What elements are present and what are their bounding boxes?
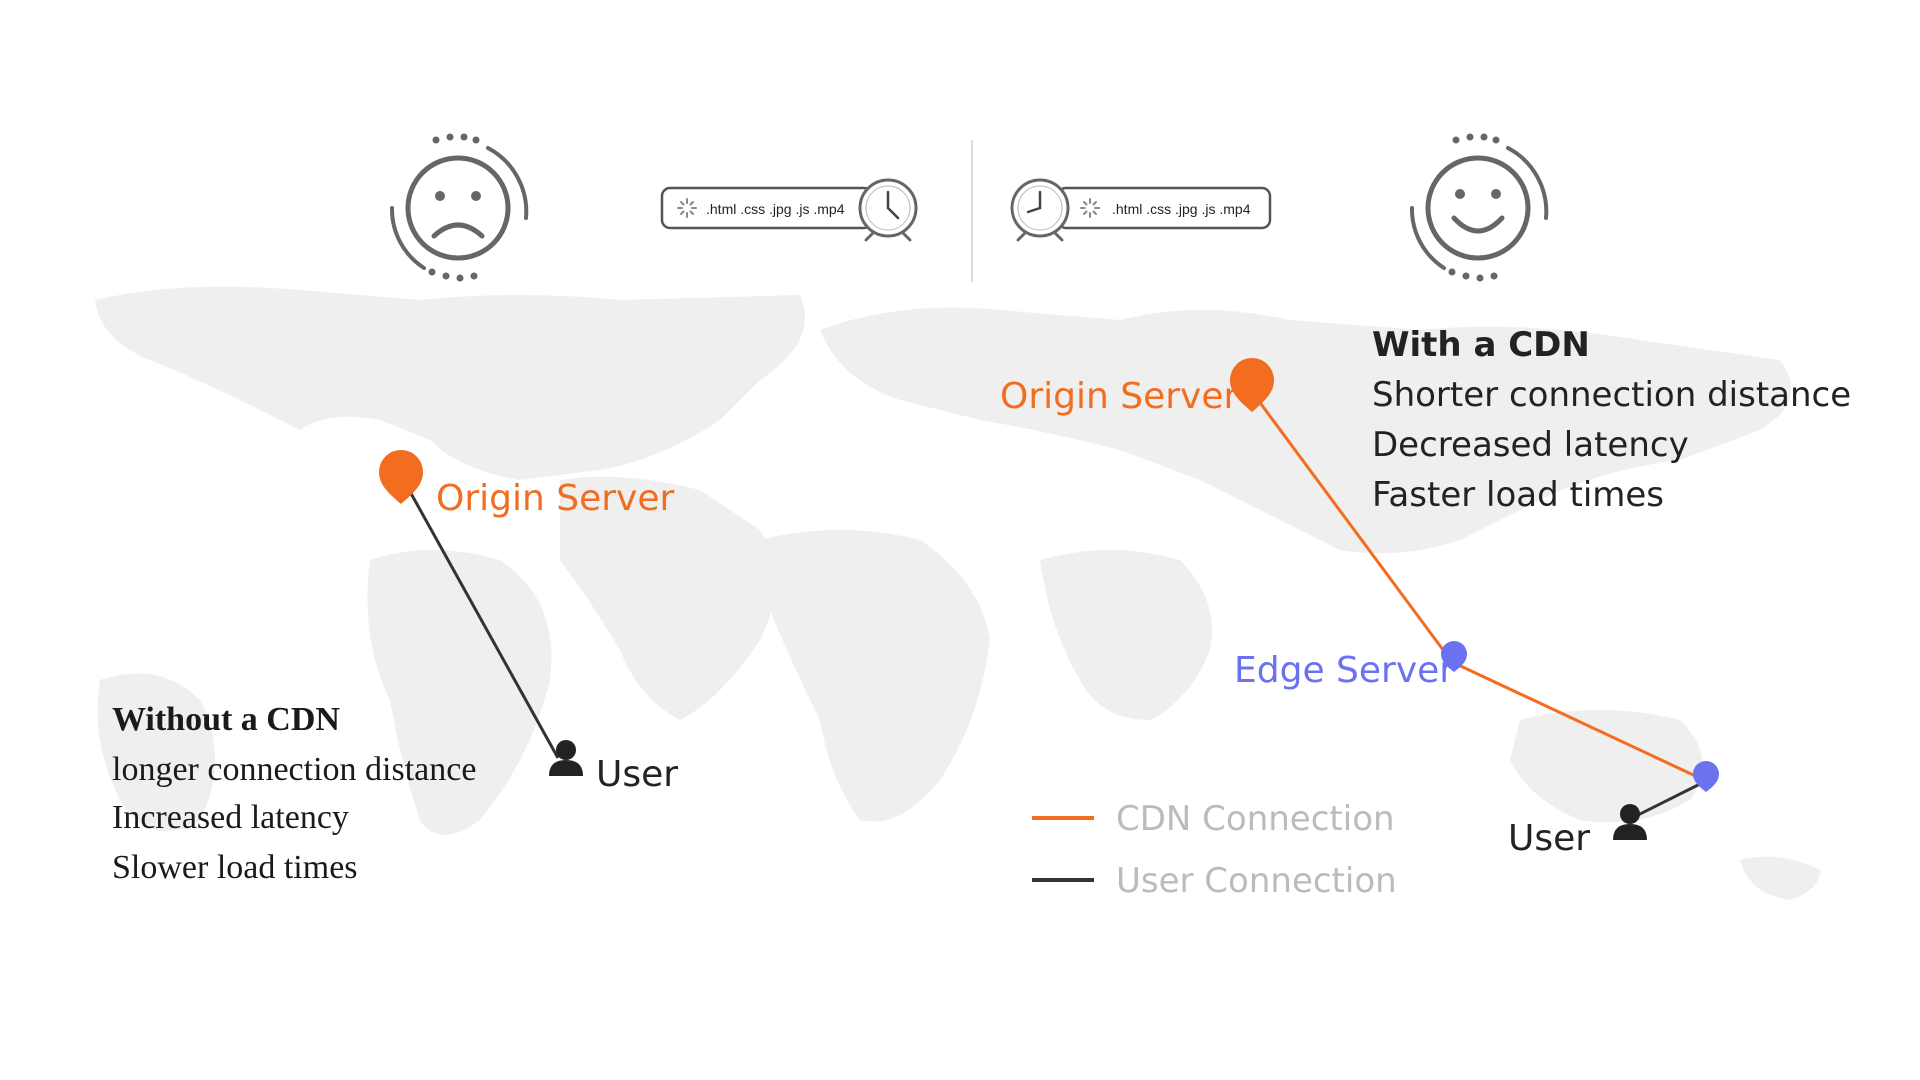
with-cdn-point-3: Faster load times <box>1372 475 1664 515</box>
legend: CDN Connection User Connection <box>1032 799 1397 901</box>
without-cdn-point-1: longer connection distance <box>112 751 476 788</box>
loading-spinner-icon <box>677 198 697 218</box>
without-cdn-point-2: Increased latency <box>112 799 349 836</box>
user-icon <box>549 740 583 776</box>
loading-bar-text-left: .html .css .jpg .js .mp4 <box>706 201 845 217</box>
user-connection-line-right <box>1631 780 1705 820</box>
loading-bar-left: .html .css .jpg .js .mp4 <box>660 178 918 242</box>
loading-bar-text-right: .html .css .jpg .js .mp4 <box>1112 201 1251 217</box>
origin-server-label-right: Origin Server <box>1000 376 1239 417</box>
sad-face-icon <box>389 133 529 282</box>
with-cdn-point-1: Shorter connection distance <box>1372 375 1851 415</box>
map-pin-icon <box>1230 358 1274 412</box>
cdn-connection-line-origin-edge <box>1256 399 1454 663</box>
clock-icon <box>1010 178 1070 242</box>
user-connection-line-left <box>406 487 560 759</box>
legend-user-label: User Connection <box>1116 861 1397 901</box>
with-cdn-point-2: Decreased latency <box>1372 425 1689 465</box>
happy-face-icon <box>1409 133 1549 282</box>
world-map-background-left <box>95 286 805 835</box>
edge-node-user-pin-icon <box>1693 761 1719 792</box>
without-cdn-title: Without a CDN <box>112 701 340 738</box>
user-icon <box>1613 804 1647 840</box>
with-cdn-title: With a CDN <box>1372 325 1590 365</box>
legend-cdn-label: CDN Connection <box>1116 799 1395 839</box>
without-cdn-point-3: Slower load times <box>112 849 358 886</box>
map-pin-icon <box>379 450 423 504</box>
world-map-background-right <box>756 307 1820 900</box>
user-label-left: User <box>596 754 678 795</box>
edge-server-pin-icon <box>1441 641 1467 672</box>
origin-server-label-left: Origin Server <box>436 478 675 519</box>
edge-server-label: Edge Server <box>1234 650 1454 691</box>
loading-spinner-icon <box>1080 198 1100 218</box>
clock-icon <box>858 178 918 242</box>
user-label-right: User <box>1508 818 1590 859</box>
loading-bar-right: .html .css .jpg .js .mp4 <box>1010 178 1272 242</box>
cdn-connection-line-edge-user <box>1451 660 1705 782</box>
